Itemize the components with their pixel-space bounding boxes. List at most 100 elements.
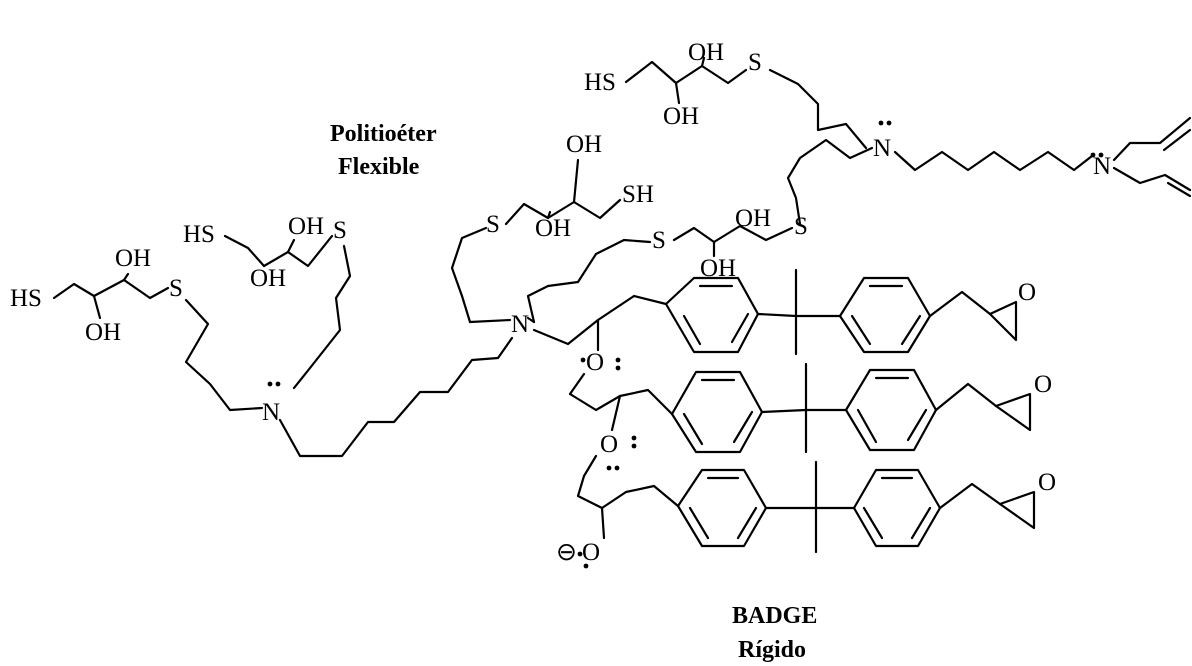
epoxide-ring	[988, 300, 1018, 342]
thiol-arm-top: HS OH OH S	[584, 39, 868, 150]
bond	[900, 314, 922, 346]
atom-o: O	[1038, 469, 1056, 496]
bond	[568, 372, 674, 416]
bond	[700, 56, 706, 68]
bond	[736, 506, 758, 540]
atom-o: O	[1018, 279, 1036, 306]
bond	[576, 454, 680, 510]
lone-pair-dot	[631, 435, 637, 441]
bond	[292, 244, 352, 390]
atom-n: N	[262, 399, 280, 426]
bond	[674, 81, 681, 105]
bond	[862, 506, 884, 540]
bond	[450, 226, 488, 324]
bond	[92, 294, 102, 320]
lone-pair-dot	[267, 381, 273, 387]
bond	[572, 158, 580, 204]
badge-unit-2: O O	[568, 362, 1052, 471]
bond	[938, 482, 1002, 510]
atom-s: S	[169, 275, 183, 302]
atom-oh: OH	[288, 213, 324, 240]
lone-pair-dot	[615, 357, 621, 363]
epoxide-ring	[994, 392, 1032, 432]
bond	[468, 318, 512, 324]
thiol-arm-middle: S OH OH SH	[450, 131, 654, 324]
lone-pair-dot	[886, 120, 892, 126]
bond	[768, 68, 868, 150]
bond	[682, 412, 704, 446]
atom-oh: OH	[85, 319, 121, 346]
atom-sh: SH	[622, 181, 654, 208]
caption-politioeter: Politioéter	[330, 121, 437, 147]
lone-pair-dot	[878, 120, 884, 126]
thiol-arm-left-lower: HS OH OH S	[10, 245, 264, 412]
amine-central: N	[468, 294, 668, 352]
benzene-ring	[670, 370, 764, 454]
bond	[624, 60, 748, 85]
atom-oh: OH	[735, 205, 771, 232]
atom-o: O	[1034, 371, 1052, 398]
atom-s: S	[794, 213, 808, 240]
lone-pair-dot	[580, 357, 586, 363]
bond	[122, 272, 130, 282]
atom-s: S	[652, 227, 666, 254]
bond	[610, 394, 622, 432]
bond	[600, 506, 606, 540]
lone-pair-dot	[1090, 152, 1096, 158]
lone-pair-dot	[577, 551, 583, 557]
bond	[504, 198, 622, 226]
atom-oh: OH	[535, 215, 571, 242]
atom-oh: OH	[688, 39, 724, 66]
atom-s: S	[486, 211, 500, 238]
bond	[934, 382, 998, 412]
atom-n: N	[511, 311, 529, 338]
bond	[184, 298, 264, 412]
atom-hs: HS	[584, 69, 616, 96]
bond	[760, 408, 808, 414]
bond	[682, 314, 702, 346]
atom-s: S	[333, 217, 347, 244]
benzene-ring	[838, 276, 932, 354]
lone-pair-dot	[614, 465, 620, 471]
thiol-arm-left-upper: HS OH OH S	[183, 213, 352, 390]
bond	[730, 312, 750, 344]
bond	[856, 408, 878, 444]
bond	[786, 138, 874, 226]
atom-hs: HS	[10, 285, 42, 312]
bond	[672, 224, 794, 244]
negative-charge: ⊖	[556, 539, 577, 566]
caption-rigido: Rígido	[738, 637, 806, 663]
bond	[223, 234, 334, 268]
atom-oh: OH	[566, 131, 602, 158]
bond	[526, 316, 536, 324]
caption-flexible: Flexible	[338, 154, 420, 180]
atom-s: S	[748, 49, 762, 76]
bond	[732, 410, 754, 444]
bond	[1162, 128, 1192, 152]
benzene-ring	[844, 368, 938, 452]
caption-badge: BADGE	[732, 603, 817, 629]
lone-pair-dot	[615, 365, 621, 371]
badge-unit-1: O O	[580, 268, 1036, 376]
lone-pair-dot	[583, 563, 589, 569]
bond	[1112, 166, 1192, 192]
bond	[526, 238, 652, 324]
bond	[850, 314, 872, 346]
bond	[928, 290, 992, 318]
atom-o: O	[586, 349, 604, 376]
bond	[546, 210, 552, 220]
benzene-ring	[852, 468, 942, 548]
bond	[688, 506, 710, 540]
atom-n: N	[1093, 153, 1111, 180]
bond	[532, 294, 668, 346]
atom-hs: HS	[183, 221, 215, 248]
atom-o: O	[600, 431, 618, 458]
bond	[1112, 116, 1192, 162]
lone-pair-dot	[606, 465, 612, 471]
atom-o: O	[582, 539, 600, 566]
atom-oh: OH	[663, 103, 699, 130]
bond	[52, 278, 170, 300]
bond	[756, 312, 798, 318]
